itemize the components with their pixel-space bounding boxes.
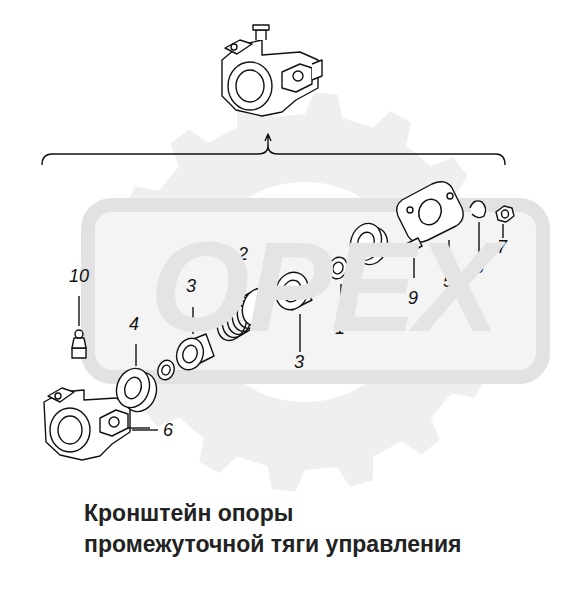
watermark-gear — [105, 92, 505, 492]
seal-part — [111, 344, 162, 416]
callout-number: 6 — [163, 420, 173, 440]
gear-outline — [105, 92, 505, 492]
watermark-frame — [88, 205, 543, 377]
group-arrow — [265, 134, 271, 146]
drawing-title: Кронштейн опоры промежуточной тяги управ… — [84, 498, 554, 560]
washer-part — [155, 358, 177, 382]
group-bracket — [42, 146, 505, 165]
leader-line — [132, 429, 158, 430]
watermark: OPEX — [150, 222, 498, 352]
callout-number: 10 — [69, 266, 89, 286]
assembled-bracket — [222, 25, 322, 116]
nut-part — [496, 206, 514, 238]
grease-fitting — [72, 296, 86, 358]
callout-number: 7 — [497, 237, 507, 257]
callout-number: 4 — [129, 314, 139, 334]
callout-number: 3 — [294, 352, 304, 372]
washer-hole — [161, 364, 172, 376]
